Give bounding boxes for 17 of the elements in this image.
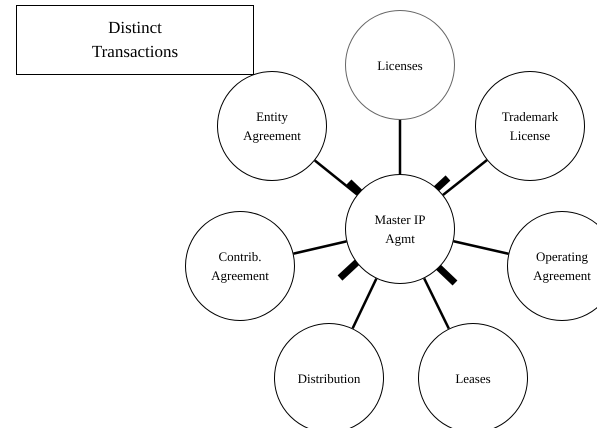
node-label: Trademark License [500, 108, 560, 145]
heading-text: Distinct Transactions [90, 17, 180, 63]
connector-line [352, 278, 378, 329]
connector-line [442, 159, 488, 196]
connector-line [398, 120, 402, 174]
connector-line [453, 240, 509, 255]
connector-line [293, 240, 347, 255]
node-label: Licenses [377, 56, 423, 74]
node-label: Distribution [298, 370, 360, 388]
node-label: Contrib. Agreement [210, 248, 270, 285]
node-label: Entity Agreement [242, 108, 302, 145]
node-label: Leases [455, 370, 491, 388]
connector-line [314, 160, 358, 196]
heading-box [16, 5, 254, 75]
node-label: Master IP Agmt [374, 211, 426, 248]
node-label: Operating Agreement [532, 248, 592, 285]
connector-line [423, 278, 450, 330]
